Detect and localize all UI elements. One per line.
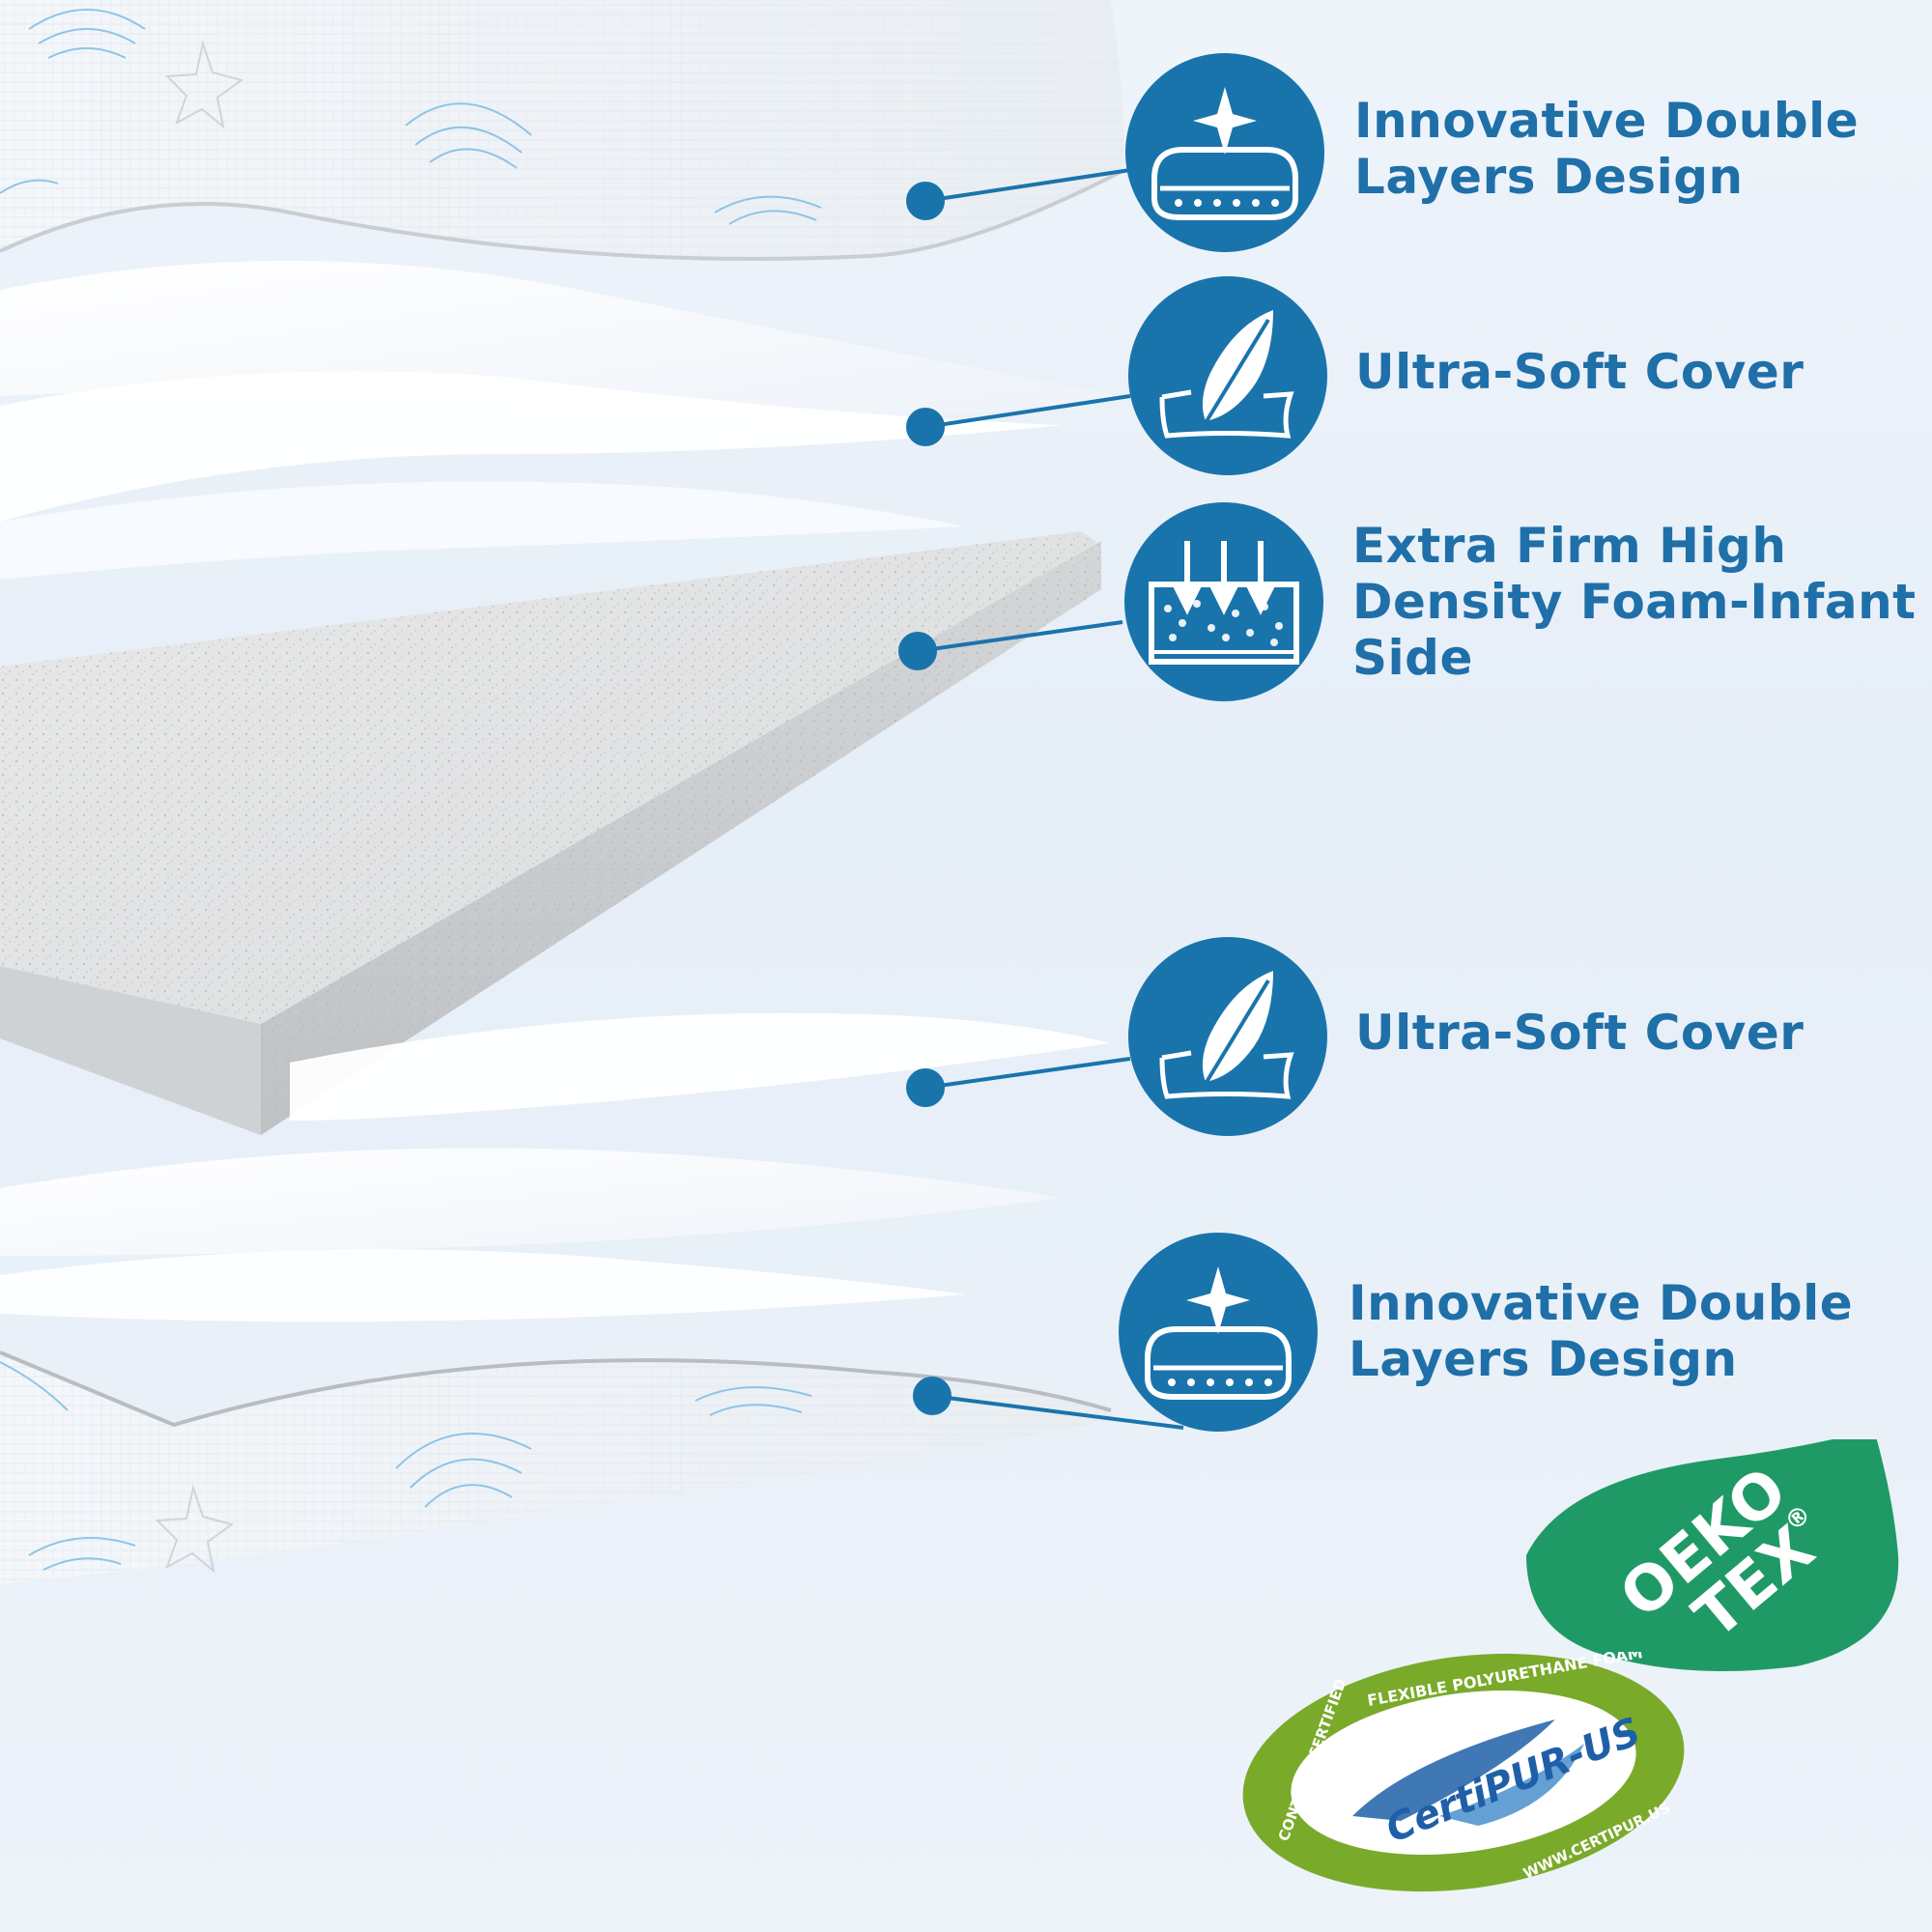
pillow-sparkle-icon <box>1145 1266 1292 1400</box>
feature-label-2: Ultra-Soft Cover <box>1355 344 1916 400</box>
feather-icon <box>1159 310 1294 439</box>
certipur-us-seal: CertiPUR-US FLEXIBLE POLYURETHANE FOAM C… <box>1242 1652 1685 1892</box>
pillow-sparkle-icon <box>1151 87 1298 220</box>
feature-label-5-line1: Innovative Double <box>1349 1275 1854 1331</box>
feature-label-3-line2: Density Foam-Infant <box>1352 574 1917 630</box>
feature-label-2-line1: Ultra-Soft Cover <box>1355 344 1804 400</box>
feature-label-3: Extra Firm High Density Foam-Infant Side <box>1352 518 1922 686</box>
feature-label-1: Innovative Double Layers Design <box>1354 93 1915 205</box>
feature-badge-1 <box>1125 53 1324 252</box>
oeko-tex-seal: OEKO TEX ® <box>1526 1439 1899 1671</box>
feature-label-3-line3: Side <box>1352 630 1473 686</box>
feature-badge-3 <box>1124 502 1323 701</box>
feature-label-5-line2: Layers Design <box>1349 1331 1738 1387</box>
feature-label-4-line1: Ultra-Soft Cover <box>1355 1005 1804 1061</box>
feather-icon <box>1159 971 1294 1099</box>
feature-label-3-line1: Extra Firm High <box>1352 518 1787 574</box>
feature-label-1-line1: Innovative Double <box>1354 93 1860 149</box>
feature-label-1-line2: Layers Design <box>1354 149 1744 205</box>
feature-label-4: Ultra-Soft Cover <box>1355 1005 1916 1061</box>
feature-badge-5 <box>1119 1233 1318 1432</box>
feature-badge-4 <box>1128 937 1327 1136</box>
feature-badge-2 <box>1128 276 1327 475</box>
foam-press-icon <box>1149 541 1299 665</box>
feature-label-5: Innovative Double Layers Design <box>1349 1275 1918 1387</box>
